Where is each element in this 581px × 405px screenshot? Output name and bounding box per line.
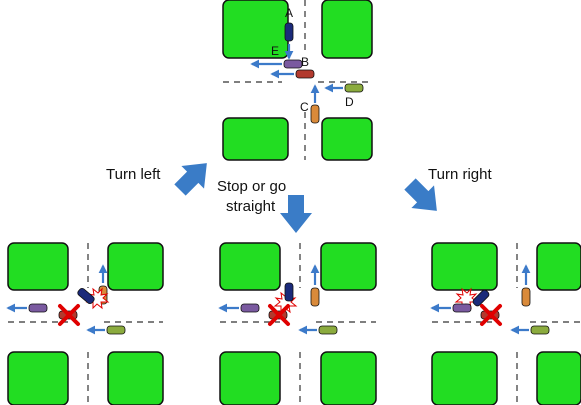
car-c [521,287,531,307]
block-bl-se [107,351,164,405]
car-c [310,287,320,307]
branch-label-stop-or-go-line1: Stop or go [217,178,287,195]
car-e [240,303,260,313]
car-e [452,303,472,313]
car-label-b: B [301,55,310,69]
block-bl-nw [7,242,69,291]
branch-label-stop-or-go-line2: straight [226,198,276,215]
car-d [530,325,550,335]
branch-arrow-right [404,178,437,211]
car-d [318,325,338,335]
scene-turn-left [6,242,164,405]
crash-x-mark [58,304,80,326]
car-d [106,325,126,335]
car-c [310,104,320,124]
car-a [284,22,294,42]
block-br-se [536,351,581,405]
block-br-nw [431,242,498,291]
block-bl-ne [107,242,164,291]
top-intersection [222,0,373,161]
block-top-ne [321,0,373,59]
branch-label-turn-left: Turn left [106,166,161,183]
car-label-e: E [271,44,280,58]
block-bm-ne [320,242,377,291]
block-br-ne [536,242,581,291]
branch-arrow-straight [280,195,312,233]
block-br-sw [431,351,498,405]
scene-turn-right [430,242,581,405]
scene-stop-or-straight [218,242,377,405]
car-d [344,83,364,93]
block-bm-nw [219,242,281,291]
crash-x-mark [268,304,290,326]
car-b [295,69,315,79]
car-label-c: C [300,100,309,114]
car-e [283,59,303,69]
car-e [28,303,48,313]
branch-arrow-left [174,163,207,196]
block-bl-sw [7,351,69,405]
block-bm-sw [219,351,281,405]
block-bm-se [320,351,377,405]
branch-label-turn-right: Turn right [428,166,492,183]
crash-x-mark [480,304,502,326]
block-top-se [321,117,373,161]
block-top-sw [222,117,289,161]
car-label-a: A [285,6,294,20]
car-label-d: D [345,95,354,109]
car-a [284,282,294,302]
